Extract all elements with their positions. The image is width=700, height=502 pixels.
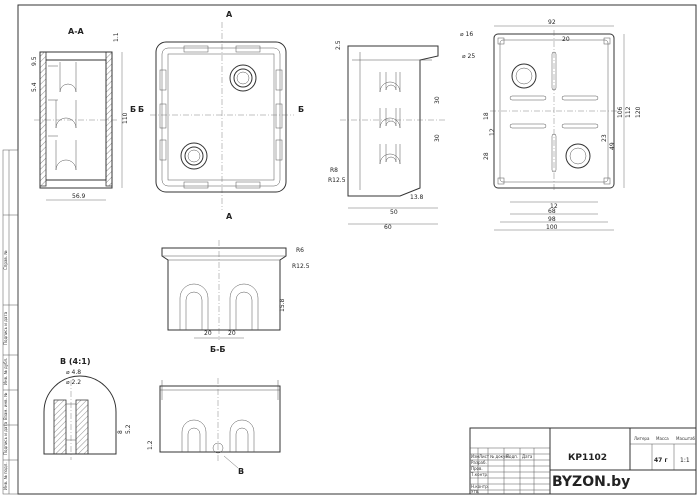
tb-col-mass: Масса [656,436,669,441]
dim-v-d48: ⌀ 4.8 [66,369,81,376]
dim-top-100: 100 [546,224,558,231]
tb-utv: Утв. [471,489,479,494]
dim-top-106: 106 [617,106,624,118]
dim-bottom-12: 1.2 [147,440,154,450]
dim-top-68: 68 [548,208,556,215]
dim-top-120: 120 [635,106,642,118]
dim-top-d25: ⌀ 25 [462,53,475,60]
strip-label-2: Подпись и дата [3,311,8,345]
strip-label-6: Инв. № подл. [3,462,8,490]
view-bottom: 1.2 В [147,378,281,476]
dim-top-12: 12 [550,203,558,210]
view-front: А А Б Б [138,10,304,221]
dim-top-d16: ⌀ 16 [460,31,473,38]
mass-value: 47 г [654,457,668,464]
tb-tkontr: Т.контр. [470,472,488,477]
dim-v-52: 5.2 [125,424,132,434]
dim-aa-d2: 5.4 [31,82,38,92]
tb-prov: Пров. [471,466,483,471]
tb-date: Дата [522,454,533,459]
tb-col-scale: Масштаб [676,436,696,441]
dim-side-top: 2.5 [335,40,342,50]
dim-top-49: 49 [609,142,616,150]
dim-side-60: 60 [384,224,392,231]
scale-value: 1:1 [680,457,690,464]
tb-izm: Изм [471,454,479,459]
dim-v-d22: ⌀ 2.2 [66,379,81,386]
tb-list: Лист [479,454,490,459]
view-top: 92 20 ⌀ 16 ⌀ 25 106 112 120 18 28 12 23 … [460,19,642,231]
section-aa-title: А-А [68,27,85,36]
tb-sign: Подп. [506,454,518,459]
dim-bb-15: 15.8 [279,298,286,312]
dim-side-13: 13.8 [410,194,424,201]
dim-bb-r6: R6 [296,247,304,254]
strip-label-5: Подпись и дата [3,421,8,455]
detail-v-mark: В [238,467,244,476]
dim-bb-20b: 20 [228,330,236,337]
section-b-mark-aa: Б [130,105,136,114]
dim-top-12b: 12 [489,128,496,136]
tb-nkontr: Н.контр. [471,484,489,489]
dim-top-112: 112 [625,106,632,118]
brand-logo: BYZON.by [552,474,630,490]
part-number: КР1102 [568,453,607,463]
section-a-mark-bottom: А [226,212,233,221]
dim-bb-r12: R12.5 [292,263,310,270]
tb-doc: № докум. [490,454,510,459]
dim-side-30b: 30 [434,134,441,142]
strip-label-1: Справ. № [3,251,8,270]
dim-aa-height: 110 [122,112,129,124]
side-strip: Справ. № Подпись и дата Инв. № дубл. Вза… [2,149,19,495]
dim-side-r12: R12.5 [328,177,346,184]
dim-v-8: 8 [117,430,124,434]
dim-aa-d1: 9.5 [31,56,38,66]
section-a-mark-top: А [226,10,233,19]
view-section-bb: Б-Б R6 R12.5 20 20 15.8 [161,240,310,354]
dim-top-23: 23 [601,134,608,142]
dim-top-18: 18 [483,112,490,120]
dim-top-92: 92 [548,19,556,26]
strip-label-4: Взам. инв. № [3,393,8,420]
dim-top-98: 98 [548,216,556,223]
view-detail-v: В (4:1) ⌀ 4.8 ⌀ 2.2 8 5.2 [43,357,132,460]
sheet-frame [17,4,697,495]
dim-bb-20a: 20 [204,330,212,337]
title-block: Изм Лист № докум. Подп. Дата Разраб. Про… [469,427,697,495]
strip-label-3: Инв. № дубл. [3,358,8,385]
dim-side-30a: 30 [434,96,441,104]
dim-top-20: 20 [562,36,570,43]
section-bb-title: Б-Б [210,345,226,354]
tb-col-letter: Литера [634,436,650,441]
detail-v-title: В (4:1) [60,357,91,366]
section-b-mark-right: Б [298,105,304,114]
dim-side-r8: R8 [330,167,338,174]
tb-razrab: Разраб. [471,460,487,465]
dim-aa-d3: 1.1 [113,32,120,42]
dim-side-50: 50 [390,209,398,216]
view-section-aa: А-А 110 56.9 9.5 5.4 1.1 Б [31,27,136,201]
section-b-mark-left: Б [138,105,144,114]
dim-aa-bottom: 56.9 [72,193,86,200]
view-side: 2.5 R8 R12.5 50 60 13.8 30 30 [328,40,446,231]
dim-top-28: 28 [483,152,490,160]
